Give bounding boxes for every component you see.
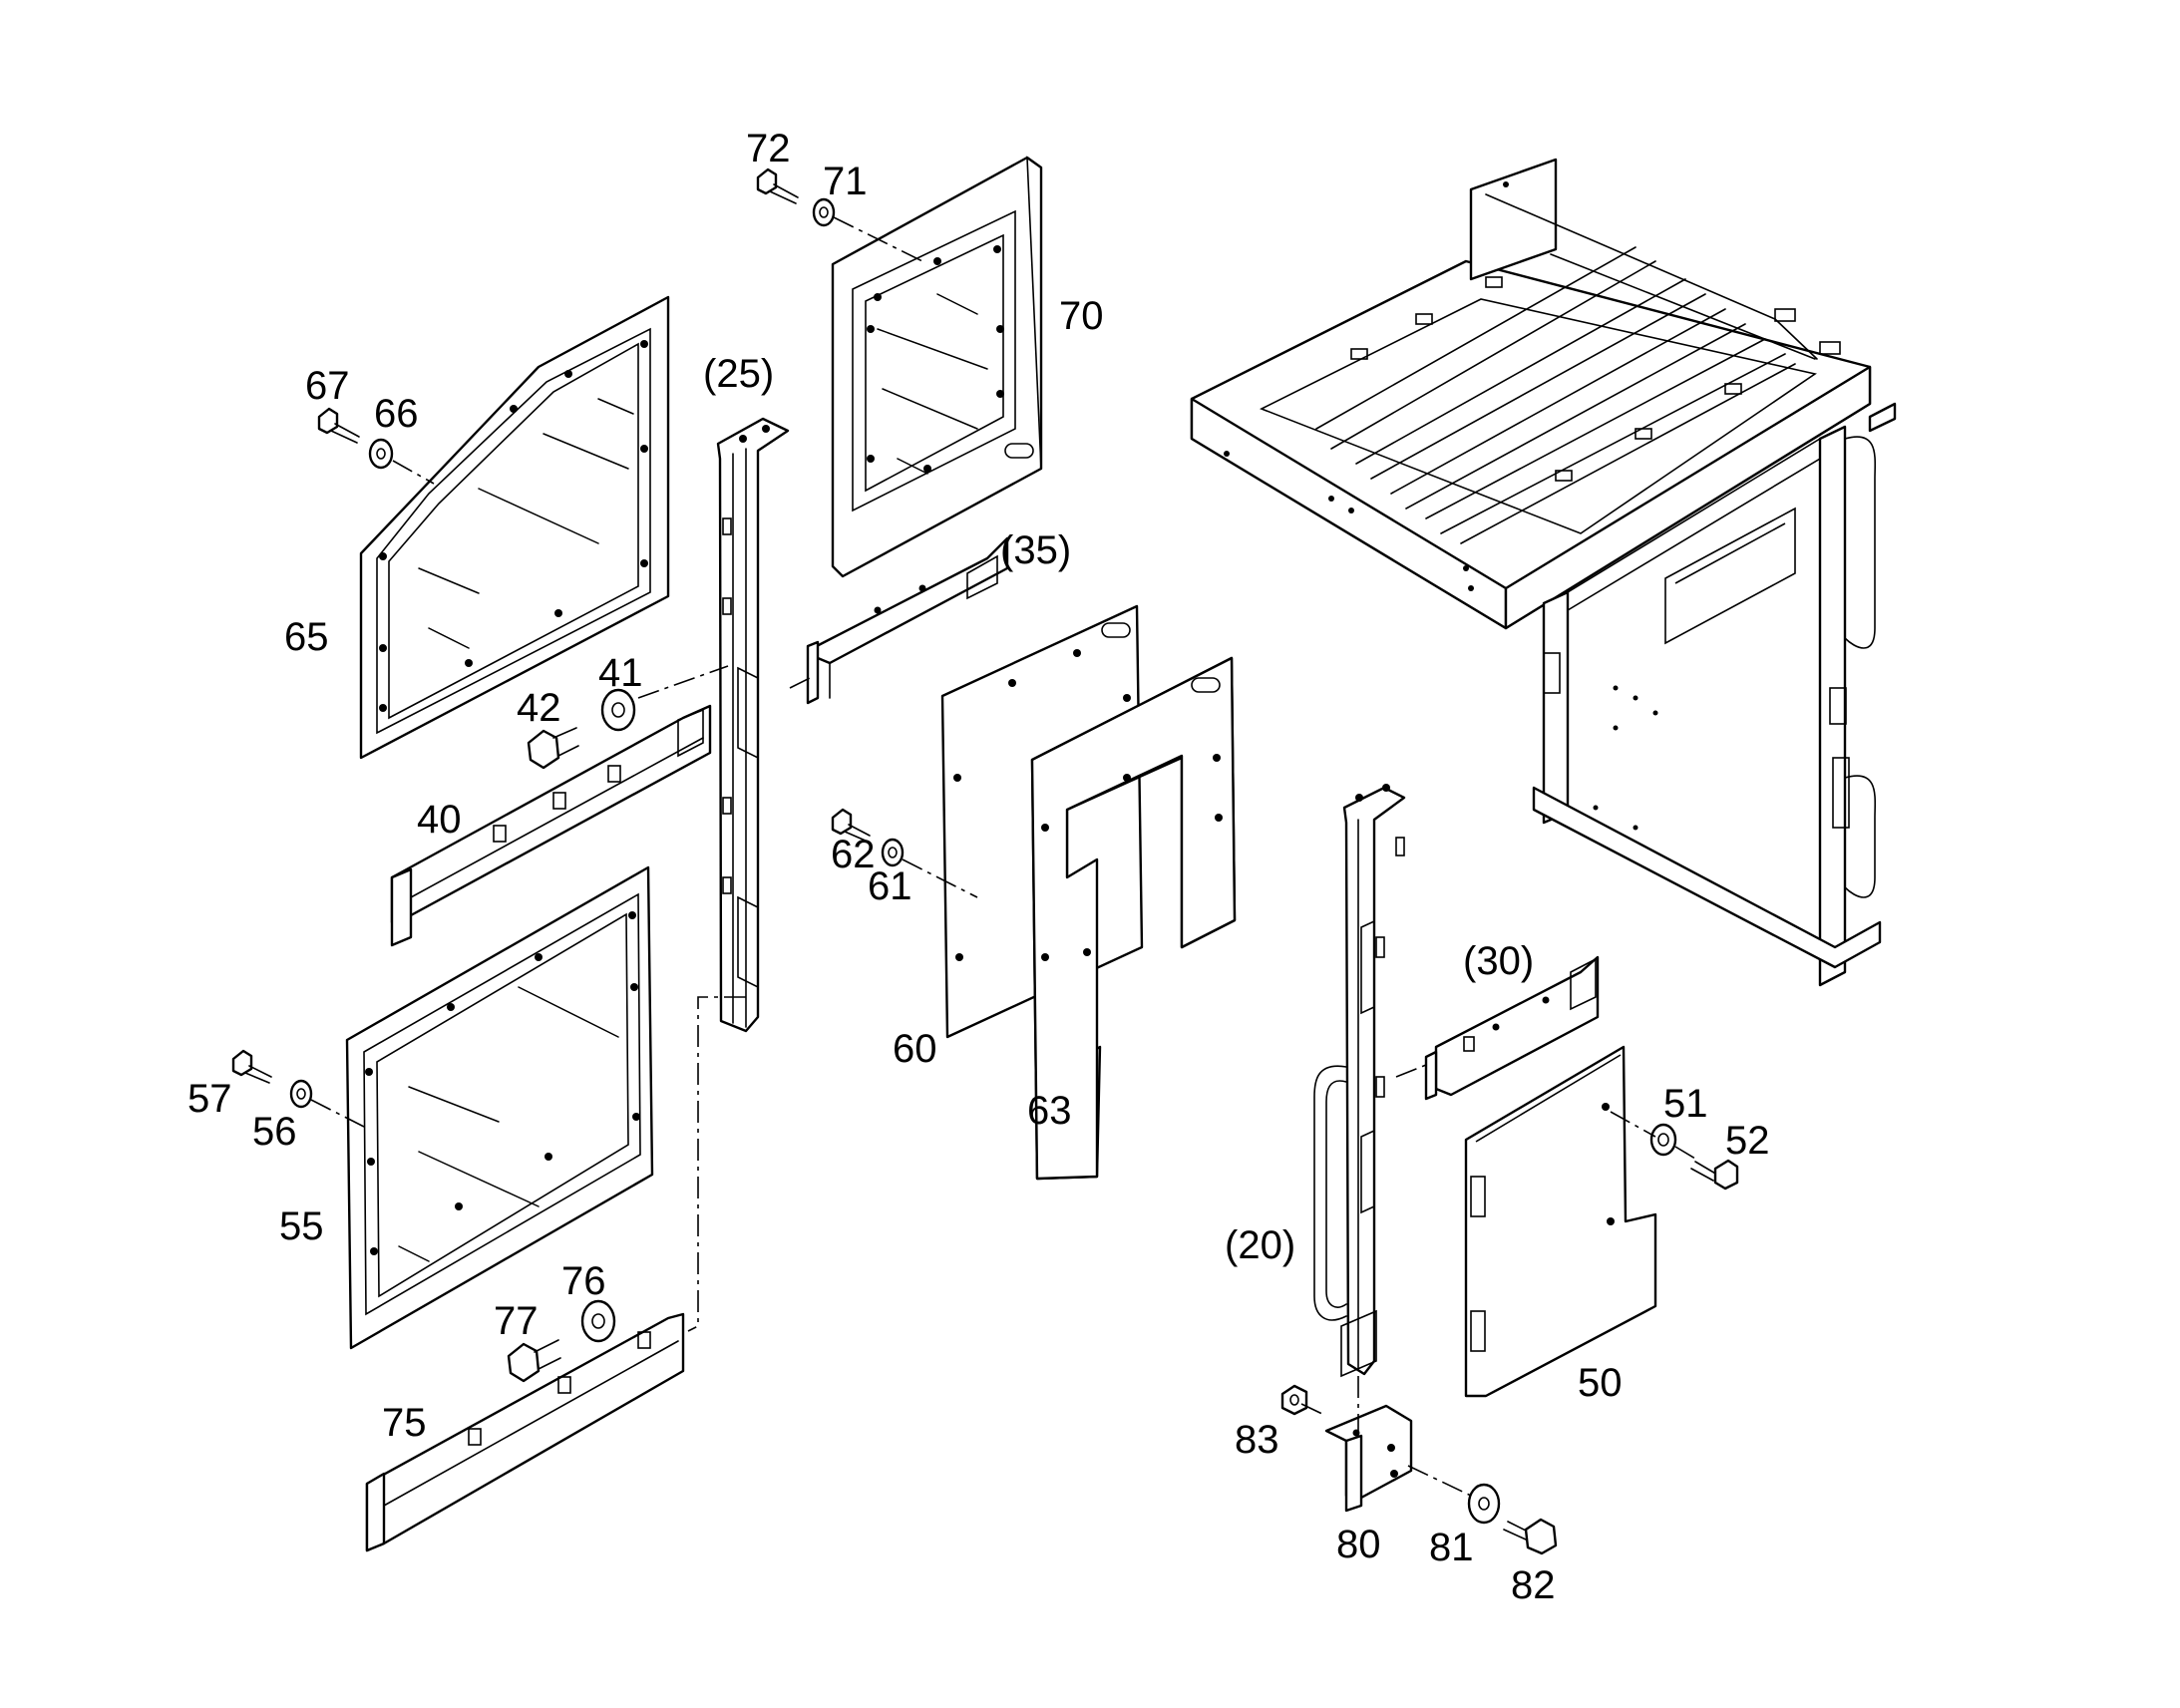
label-67: 67 — [305, 364, 350, 408]
label-62: 62 — [831, 833, 876, 876]
label-25: (25) — [703, 352, 774, 396]
part-20-vertical-post — [1313, 784, 1406, 1378]
label-35: (35) — [1000, 528, 1071, 572]
label-76: 76 — [561, 1259, 606, 1303]
label-82: 82 — [1511, 1563, 1556, 1607]
label-60: 60 — [893, 1027, 937, 1071]
callout-labels: 72 71 70 67 66 65 (25) (35) 42 41 40 62 … — [187, 127, 1770, 1607]
label-71: 71 — [823, 160, 868, 203]
label-51: 51 — [1663, 1082, 1708, 1126]
label-42: 42 — [517, 686, 561, 730]
label-81: 81 — [1429, 1526, 1474, 1569]
main-frame-assembly — [1190, 158, 1897, 987]
assembly-lines — [310, 216, 1696, 1497]
label-63: 63 — [1027, 1089, 1072, 1133]
label-52: 52 — [1725, 1119, 1770, 1163]
label-72: 72 — [746, 127, 791, 171]
label-50: 50 — [1578, 1361, 1623, 1405]
part-25-vertical-post — [716, 417, 790, 1033]
label-83: 83 — [1235, 1418, 1279, 1462]
label-57: 57 — [187, 1077, 232, 1121]
label-30: (30) — [1463, 939, 1534, 983]
part-50-door-plate — [1464, 1045, 1657, 1398]
label-80: 80 — [1336, 1523, 1381, 1566]
fasteners — [231, 168, 1739, 1555]
label-77: 77 — [494, 1299, 539, 1343]
part-63-u-plate — [1030, 656, 1237, 1181]
label-75: 75 — [382, 1401, 427, 1445]
label-20: (20) — [1225, 1223, 1295, 1267]
label-61: 61 — [868, 864, 912, 908]
part-35-rail — [806, 536, 1009, 705]
label-41: 41 — [598, 651, 643, 695]
label-40: 40 — [417, 798, 462, 842]
part-80-bracket — [1324, 1404, 1413, 1513]
label-65: 65 — [284, 615, 329, 659]
part-55-window-panel — [345, 865, 654, 1350]
label-55: 55 — [279, 1204, 324, 1248]
part-40-rail — [390, 704, 712, 947]
label-70: 70 — [1059, 294, 1104, 338]
label-56: 56 — [252, 1110, 297, 1154]
part-70-window-panel — [831, 156, 1043, 578]
label-66: 66 — [374, 392, 419, 436]
part-30-rail — [1424, 955, 1600, 1101]
part-65-window-panel — [359, 295, 670, 760]
part-75-rail — [365, 1312, 685, 1552]
